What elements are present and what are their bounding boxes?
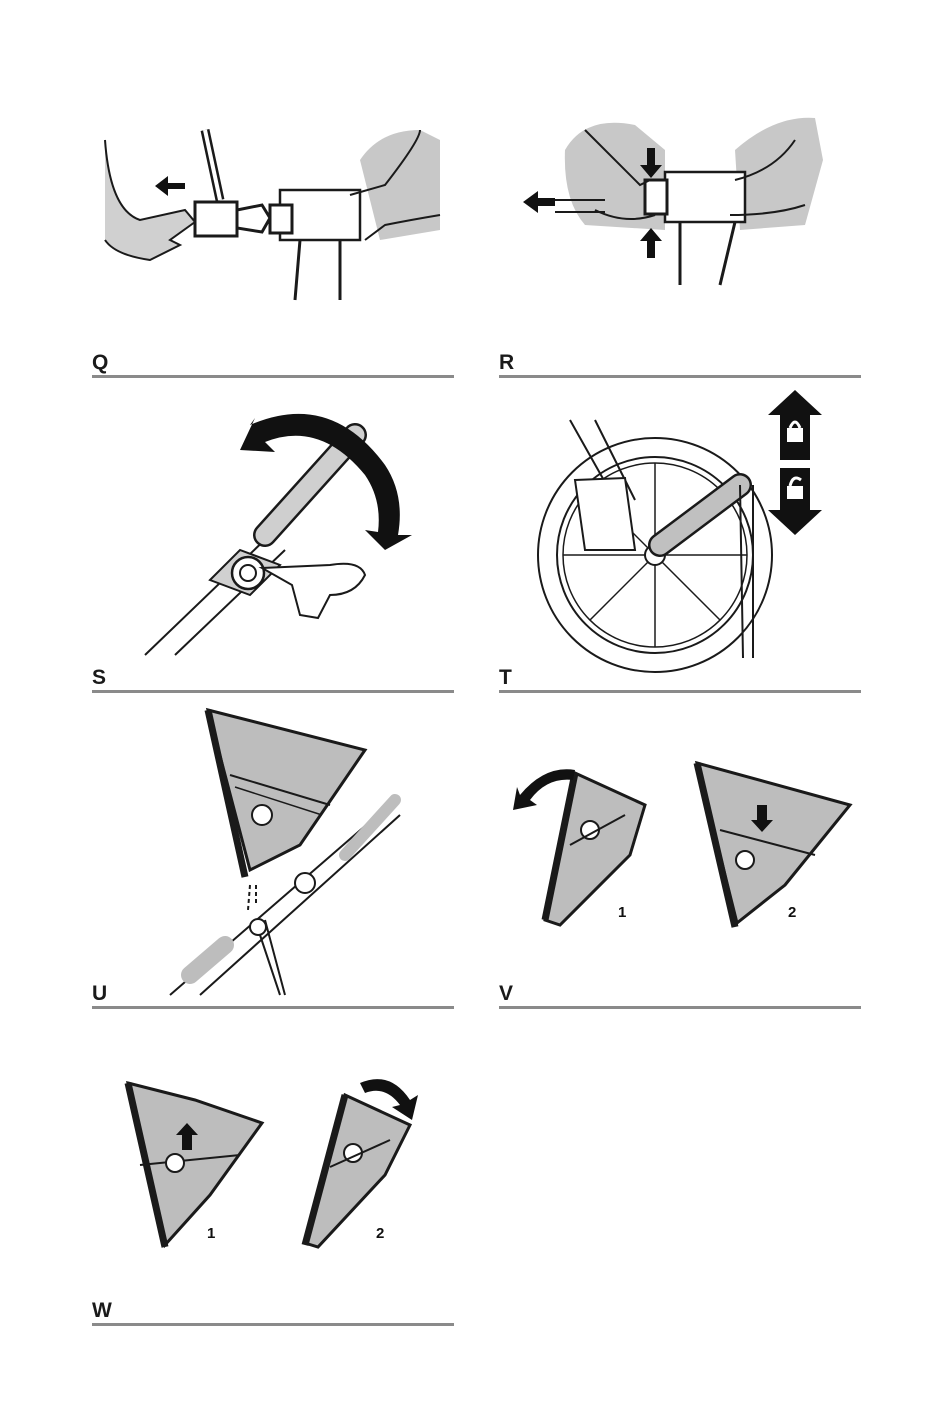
divider <box>92 1006 454 1009</box>
figure-label: W <box>92 1300 112 1321</box>
figure-u: U <box>0 705 475 1025</box>
arrow-left-icon <box>155 176 185 196</box>
divider <box>499 375 861 378</box>
step-number: 2 <box>376 1225 384 1242</box>
figure-label: Q <box>92 352 108 373</box>
figure-w: 1 2 W <box>0 1025 475 1345</box>
step-number: 2 <box>788 904 796 921</box>
divider <box>499 1006 861 1009</box>
figure-label: T <box>499 667 512 688</box>
figure-label: U <box>92 983 107 1004</box>
figure-t: T <box>475 390 950 705</box>
step-number: 1 <box>618 904 626 921</box>
arrow-up-icon <box>640 228 662 258</box>
illustration-buckle-release-q <box>0 0 475 390</box>
padlock-locked-icon <box>787 428 803 442</box>
figure-label: S <box>92 667 106 688</box>
divider <box>92 690 454 693</box>
illustration-handle-adjust <box>0 390 475 705</box>
figure-s: S <box>0 390 475 705</box>
arrow-left-icon <box>523 191 555 213</box>
figure-v: 1 2 V <box>475 705 950 1025</box>
figure-label: R <box>499 352 514 373</box>
divider <box>499 690 861 693</box>
step-number: 1 <box>207 1225 215 1242</box>
divider <box>92 375 454 378</box>
illustration-wheel-brake <box>475 390 950 705</box>
illustration-buckle-release-r <box>475 0 950 390</box>
figure-q: Q <box>0 0 475 390</box>
divider <box>92 1323 454 1326</box>
lock-up-arrow-icon <box>768 390 822 460</box>
figure-r: R <box>475 0 950 390</box>
figure-label: V <box>499 983 513 1004</box>
illustration-canopy-attach <box>0 705 475 1025</box>
illustration-canopy-fold-w: 1 2 <box>0 1025 475 1345</box>
padlock-unlocked-icon <box>787 486 803 499</box>
illustration-canopy-fold-v: 1 2 <box>475 705 950 1025</box>
